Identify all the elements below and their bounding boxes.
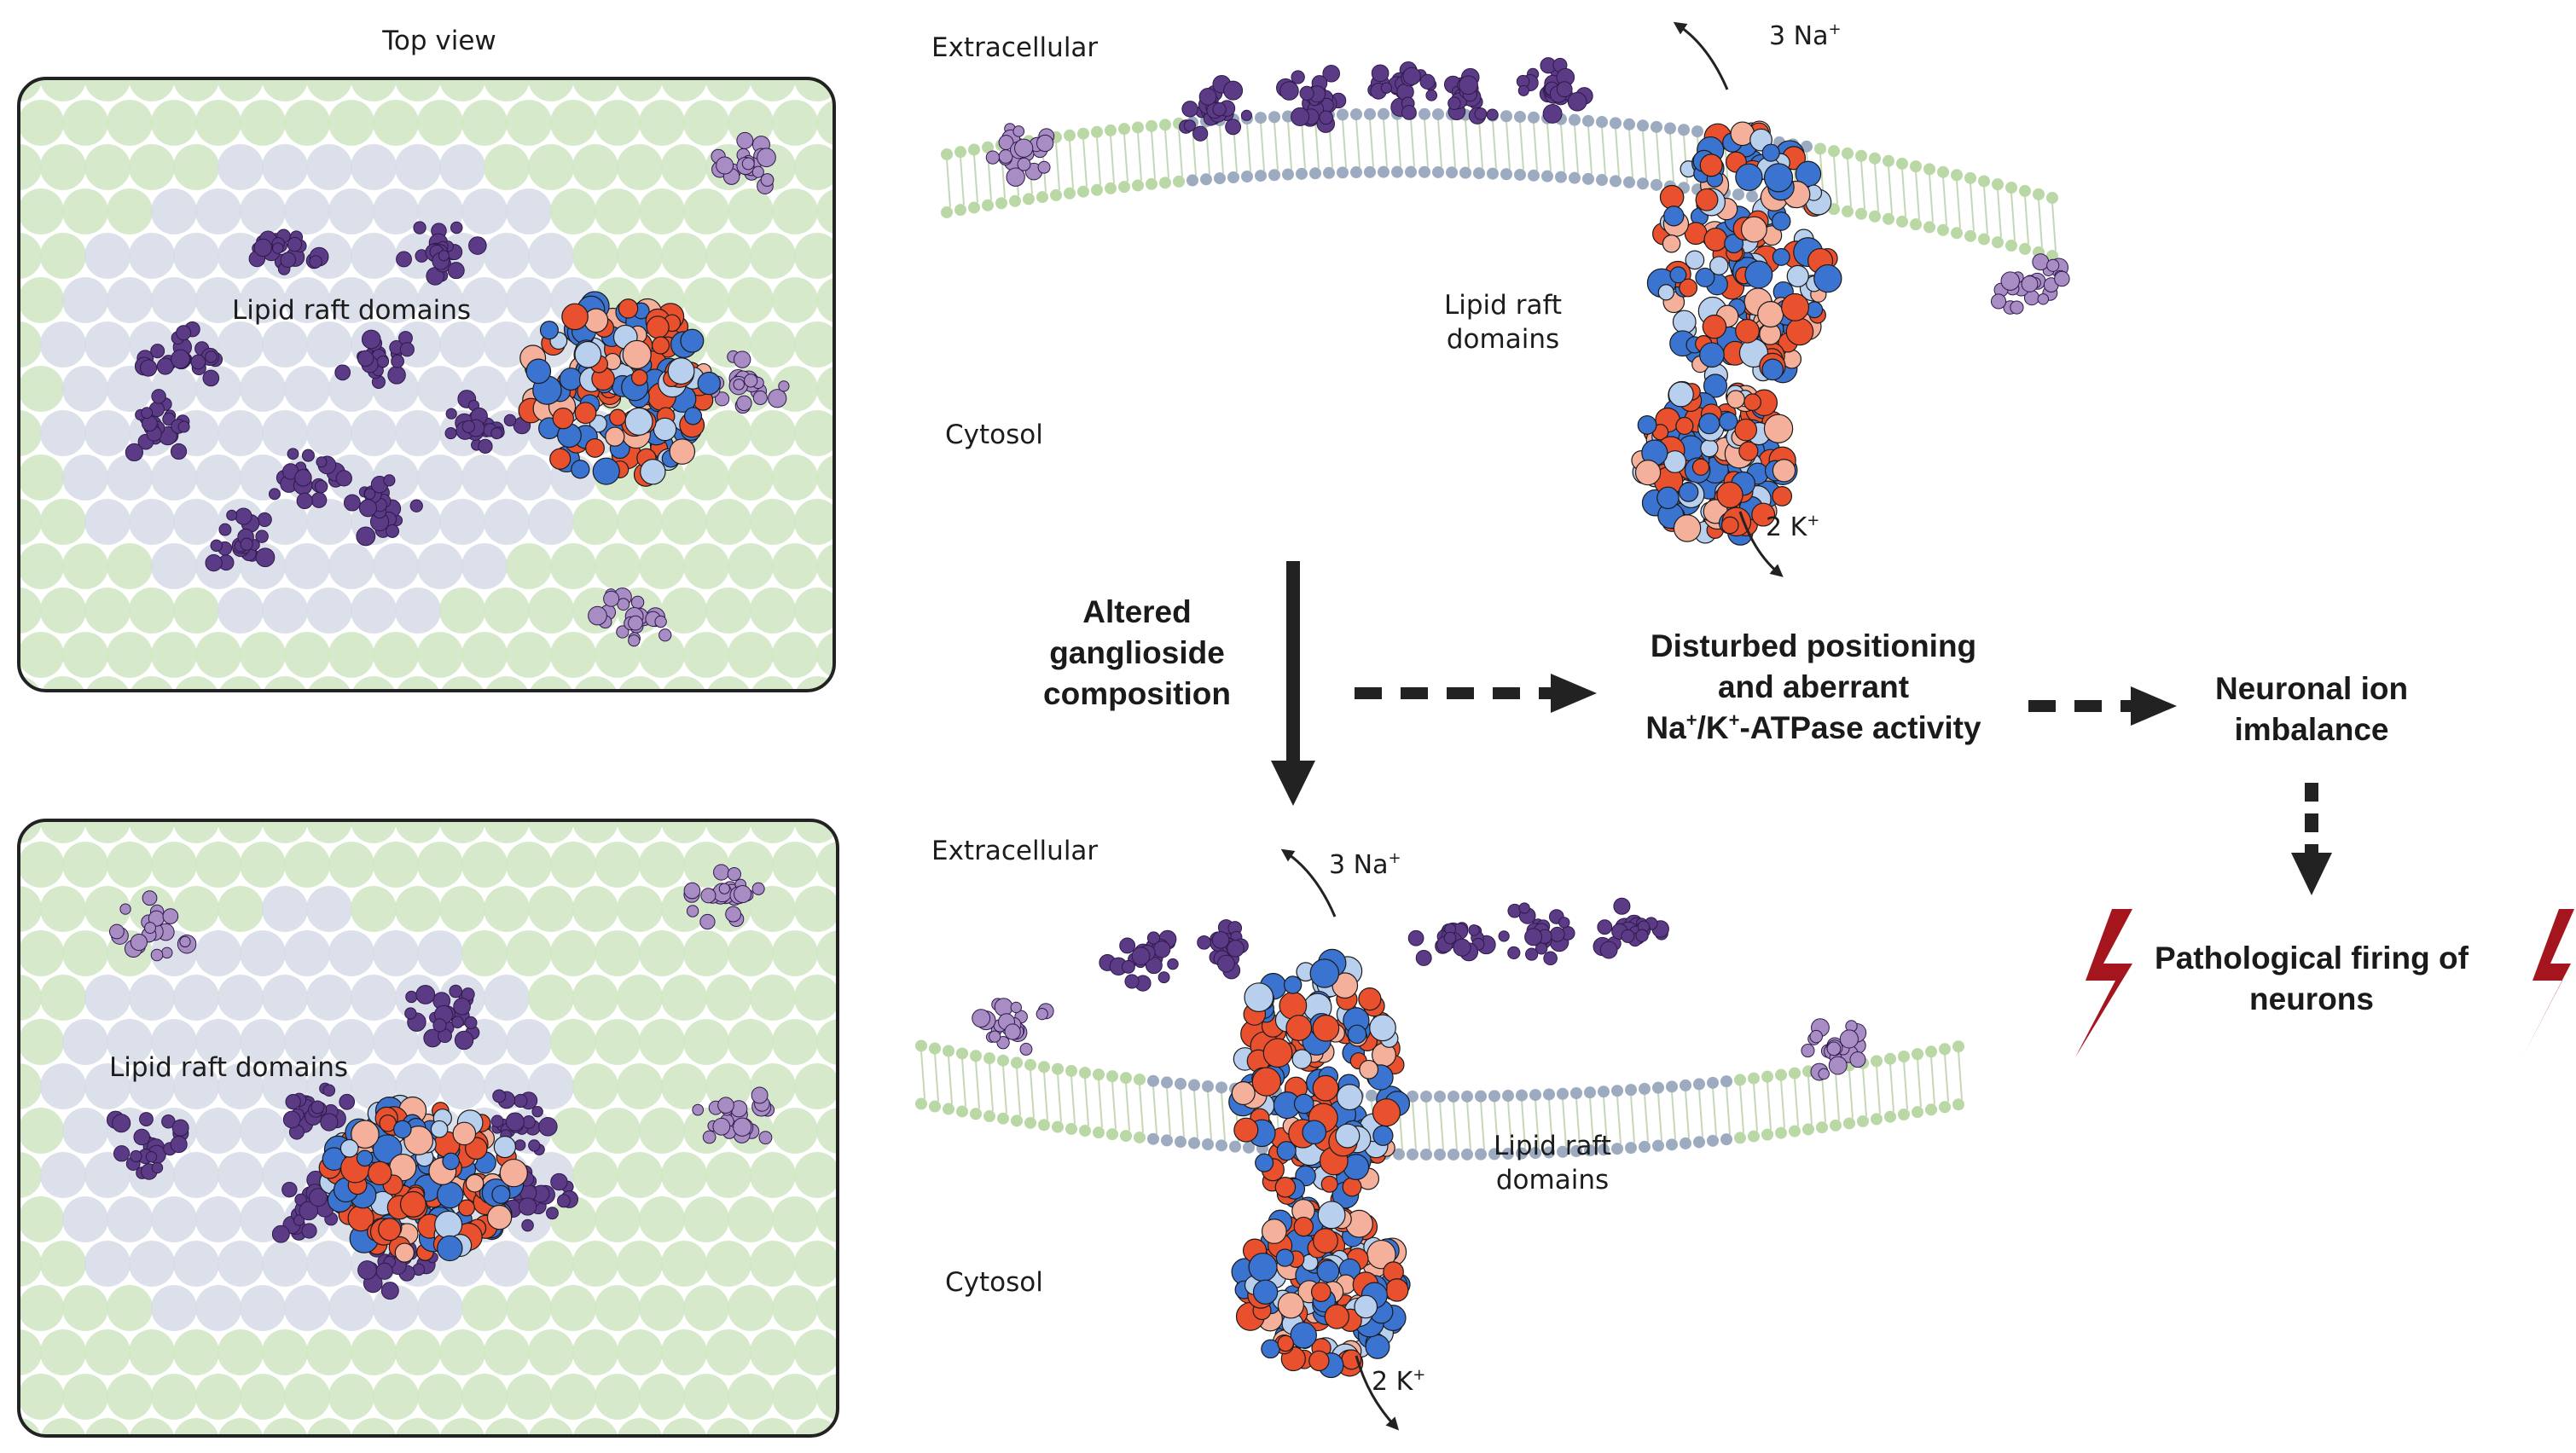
altered-line1: Altered [1082, 594, 1191, 629]
top-view-raft-label: Lipid raft domains [232, 295, 471, 326]
ganglioside-side-top-3 [1367, 61, 1437, 120]
pump-side-top-lower [1631, 373, 1798, 546]
top-view-title: Top view [381, 26, 496, 56]
bottom-cytosol-label: Cytosol [945, 1267, 1043, 1298]
ganglioside-side-top-2 [1276, 65, 1347, 133]
bottom-sodium-label: 3 Na+ [1329, 849, 1401, 880]
ganglioside-top-5 [444, 390, 531, 454]
ganglioside-side-top-4 [1425, 67, 1499, 124]
bottom-membrane-bilayer [915, 1039, 1964, 1161]
bottom-sodium-arrow [1280, 848, 1337, 918]
bottom-extracellular-label: Extracellular [931, 836, 1098, 866]
bottom-potassium-arrow [1355, 1355, 1400, 1431]
ganglioside-bottom-3 [282, 1082, 356, 1140]
ganglioside-side-top-0 [985, 123, 1055, 187]
membrane-cross-section-bottom [915, 897, 1964, 1379]
altered-line3: composition [1043, 676, 1231, 711]
bottom-view-raft-label: Lipid raft domains [109, 1052, 348, 1083]
ganglioside-bottom-6 [271, 1170, 351, 1243]
membrane-cross-section-top [941, 57, 2070, 546]
pump-side-bottom-lower [1231, 1199, 1411, 1379]
ganglioside-bottom-8 [683, 864, 765, 930]
disturbed-line2: and aberrant [1718, 669, 1909, 704]
ganglioside-top-0 [248, 229, 329, 275]
ganglioside-top-9 [711, 131, 776, 194]
ganglioside-top-6 [268, 448, 352, 510]
ganglioside-side-top-1 [1179, 74, 1252, 142]
dashed-arrow-to-imbalance [2028, 686, 2177, 726]
ganglioside-top-1 [396, 221, 487, 286]
bottom-potassium-label: 2 K+ [1372, 1366, 1425, 1397]
bottom-view-panel [17, 819, 839, 1438]
top-extracellular-label: Extracellular [931, 32, 1098, 63]
top-membrane-bilayer [941, 107, 2058, 262]
lightning-left-icon [2075, 909, 2132, 1057]
altered-line2: ganglioside [1049, 635, 1225, 670]
ganglioside-side-bottom-3 [1407, 922, 1496, 966]
ganglioside-side-bottom-1 [1099, 929, 1179, 992]
ganglioside-top-3 [334, 329, 415, 389]
ganglioside-top-4 [125, 389, 190, 462]
top-sodium-label: 3 Na+ [1769, 20, 1842, 51]
top-raft-label-line1: Lipid raft [1444, 290, 1562, 321]
disturbed-line3: Na+/K+-ATPase activity [1645, 709, 1981, 745]
top-potassium-label: 2 K+ [1766, 512, 1819, 542]
pump-bottom-view [318, 1094, 528, 1263]
imbalance-line1: Neuronal ion [2215, 671, 2408, 706]
ganglioside-bottom-9 [692, 1086, 775, 1145]
ganglioside-bottom-2 [106, 1110, 189, 1180]
ganglioside-top-2 [134, 321, 223, 387]
ganglioside-side-top-6 [1990, 253, 2070, 315]
down-arrow-solid [1271, 561, 1315, 806]
ganglioside-top-7 [343, 474, 423, 547]
ganglioside-side-bottom-2 [1197, 919, 1249, 980]
bottom-raft-label-line2: domains [1496, 1165, 1609, 1195]
ganglioside-bottom-0 [109, 890, 197, 962]
top-raft-label-line2: domains [1447, 324, 1559, 355]
firing-line2: neurons [2249, 981, 2374, 1016]
ganglioside-side-bottom-6 [1801, 1018, 1867, 1081]
firing-line1: Pathological firing of [2155, 941, 2469, 975]
pump-side-top [1646, 120, 1842, 388]
ganglioside-side-top-5 [1516, 57, 1593, 124]
top-sodium-arrow [1673, 21, 1729, 90]
top-potassium-arrow [1738, 511, 1784, 577]
top-view-panel [17, 77, 836, 692]
pump-side-bottom [1228, 948, 1411, 1221]
bottom-raft-label-line1: Lipid raft [1494, 1131, 1611, 1161]
ganglioside-side-bottom-5 [1593, 897, 1669, 959]
lightning-right-icon [2522, 909, 2574, 1057]
ganglioside-bottom-1 [404, 984, 480, 1051]
ganglioside-top-11 [588, 588, 672, 647]
pump-top-view [518, 291, 721, 487]
disturbed-line1: Disturbed positioning [1651, 628, 1976, 663]
ganglioside-side-bottom-0 [972, 998, 1054, 1056]
dashed-arrow-to-disturbed [1355, 674, 1597, 713]
imbalance-line2: imbalance [2235, 712, 2389, 747]
ganglioside-top-8 [205, 507, 276, 572]
ganglioside-side-bottom-4 [1498, 902, 1575, 966]
dashed-arrow-down-to-firing [2291, 783, 2332, 895]
top-cytosol-label: Cytosol [945, 420, 1043, 450]
ganglioside-top-10 [703, 350, 790, 414]
